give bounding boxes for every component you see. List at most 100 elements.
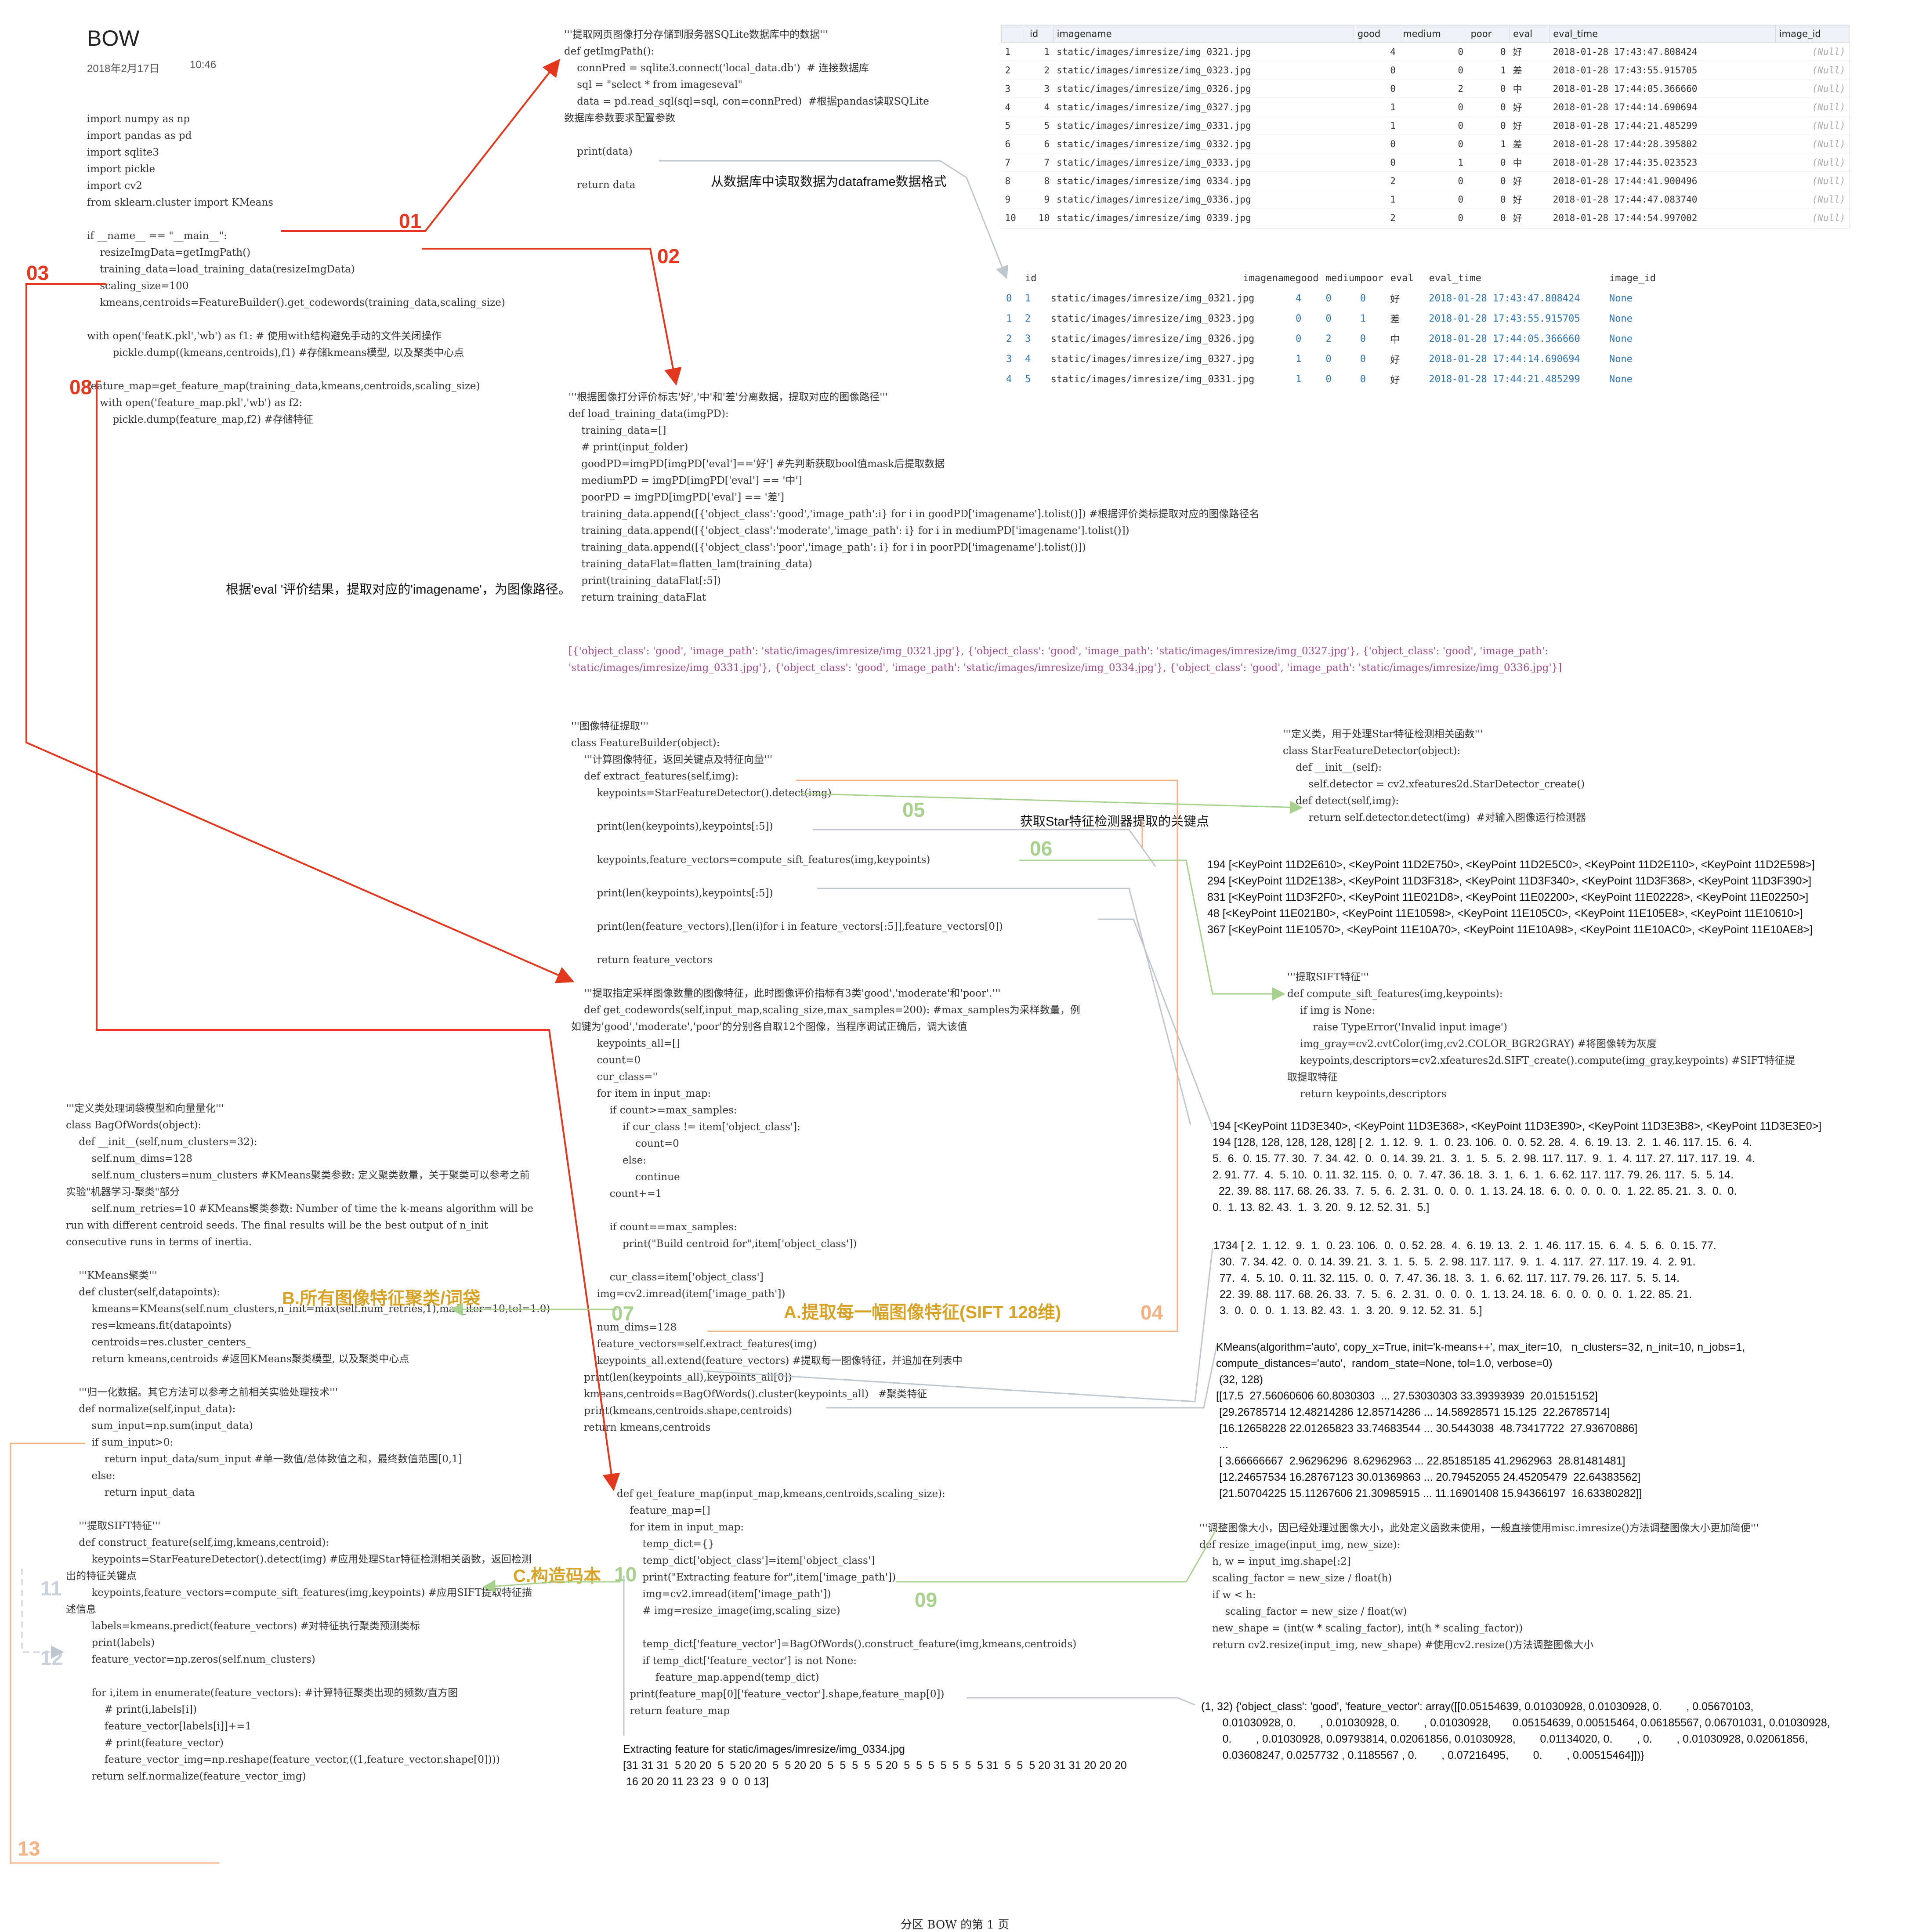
main-code-line: if __name__ == "__main__": [87, 230, 227, 242]
step-label-01: 01 [399, 210, 422, 232]
db-header-medium[interactable]: medium [1399, 25, 1467, 43]
db-table-cell: 10 [1001, 208, 1026, 227]
db-table-cell: 6 [1026, 134, 1054, 153]
bow-code-line: centroids=res.cluster_centers_ [66, 1337, 251, 1348]
note-read-db: 从数据库中读取数据为dataframe数据格式 [711, 175, 947, 189]
fmap-code-line: return feature_map [617, 1705, 730, 1717]
db-header-good[interactable]: good [1353, 25, 1400, 43]
keypoints-all-output-line: 3. 0. 0. 0. 1. 13. 82. 43. 1. 3. 20. 9. … [1213, 1305, 1482, 1317]
main-code-line: kmeans,centroids=FeatureBuilder().get_co… [87, 297, 505, 308]
fb-code-line: print(len(keypoints),keypoints[:5]) [571, 821, 773, 832]
connector-10 [482, 1580, 620, 1593]
connector-gray-print [659, 160, 1009, 279]
kmeans-output-line: [12.24657534 16.28767123 30.01369863 ...… [1216, 1471, 1641, 1483]
bow-code-line: class BagOfWords(object): [66, 1120, 202, 1131]
sift-output-line: 5. 6. 0. 15. 77. 30. 7. 34. 42. 0. 0. 14… [1213, 1153, 1755, 1165]
fb-code-line: keypoints_all=[] [571, 1038, 680, 1049]
df-cell: 0 [1325, 353, 1332, 365]
resize-output-line: 0. , 0.01030928, 0.09793814, 0.02061856,… [1201, 1733, 1808, 1745]
bow-code-line: return input_data/sum_input #单一数值/总体数值之和… [66, 1454, 462, 1465]
connector-gray-sift [817, 888, 1191, 1125]
db-table-cell: 0 [1399, 61, 1467, 80]
fmap-code-line: print("Extracting feature for",item['ima… [617, 1572, 896, 1583]
db-table-cell: 1 [1354, 98, 1399, 116]
db-table-cell: 0 [1399, 171, 1467, 190]
sift-code-line: if img is None: [1287, 1005, 1376, 1016]
keypoint-output-line: 367 [<KeyPoint 11E10570>, <KeyPoint 11E1… [1207, 924, 1813, 936]
db-table-cell: 1 [1467, 134, 1510, 153]
db-header-imagename[interactable]: imagename [1053, 25, 1354, 43]
df-cell: 0 [1006, 293, 1012, 304]
fb-code-line: keypoints_all.extend(feature_vectors) #提… [571, 1355, 963, 1367]
df-cell: static/images/imresize/img_0327.jpg [1050, 353, 1255, 365]
star-code-line: self.detector = cv2.xfeatures2d.StarDete… [1283, 779, 1585, 790]
kmeans-output-line: [16.12658228 22.01265823 33.74683544 ...… [1216, 1422, 1638, 1435]
bow-code-line: run with different centroid seeds. The f… [66, 1220, 488, 1231]
db-header-image-id[interactable]: image_id [1775, 25, 1850, 43]
df-header-cell: id [1025, 272, 1037, 284]
df-header-cell: eval [1390, 272, 1414, 284]
df-cell: static/images/imresize/img_0321.jpg [1050, 293, 1255, 304]
step-label-08: 08 [69, 376, 92, 399]
db-table-cell: 2018-01-28 17:44:28.395802 [1549, 134, 1776, 153]
fmap-output-line: Extracting feature for static/images/imr… [623, 1743, 905, 1755]
fb-code-line: img=cv2.imread(item['image_path']) [571, 1288, 786, 1300]
load-code-line: # print(input_folder) [568, 442, 688, 453]
bow-code-line: def normalize(self,input_data): [66, 1403, 236, 1415]
load-code-line: mediumPD = imgPD[imgPD['eval'] == '中'] [568, 475, 802, 486]
sift-code-line: raise TypeError('Invalid input image') [1287, 1022, 1507, 1033]
sift-output-line: 22. 39. 88. 117. 68. 26. 33. 7. 5. 6. 2.… [1213, 1185, 1737, 1197]
kmeans-output-line: [21.50704225 15.11267606 21.30985915 ...… [1216, 1487, 1642, 1500]
fb-code-line: def extract_features(self,img): [571, 771, 739, 782]
document-title: BOW [87, 26, 140, 51]
db-table-cell: 0 [1467, 42, 1510, 61]
kmeans-output: KMeans(algorithm='auto', copy_x=True, in… [1216, 1339, 1745, 1502]
db-header-id[interactable]: id [1026, 25, 1054, 43]
df-cell: 2018-01-28 17:44:21.485299 [1429, 373, 1580, 385]
bow-code-line: 出的特征关键点 [66, 1570, 137, 1582]
db-table-cell: (Null) [1775, 79, 1849, 98]
db-header-eval-time[interactable]: eval_time [1549, 25, 1776, 43]
db-table-cell: (Null) [1775, 116, 1849, 135]
df-header-cell: eval_time [1429, 272, 1481, 284]
fmap-code-line: def get_feature_map(input_map,kmeans,cen… [617, 1488, 945, 1500]
fmap-code-line: for item in input_map: [617, 1522, 744, 1533]
df-cell: 5 [1025, 373, 1031, 385]
df-cell: 2 [1325, 333, 1332, 344]
df-cell: static/images/imresize/img_0326.jpg [1050, 333, 1255, 344]
db-table-cell: 好 [1509, 171, 1549, 190]
bow-code-line: consecutive runs in terms of inertia. [66, 1236, 252, 1248]
kmeans-output-line: [29.26785714 12.48214286 12.85714286 ...… [1216, 1406, 1610, 1418]
bow-code-line: feature_vector[labels[i]]+=1 [66, 1721, 252, 1732]
df-cell: 1 [1296, 353, 1302, 365]
df-cell: static/images/imresize/img_0323.jpg [1050, 313, 1255, 324]
bow-code-line: def __init__(self,num_clusters=32): [66, 1136, 257, 1148]
fb-code-line: '''图像特征提取''' [571, 721, 648, 732]
fb-code-line: print(kmeans,centroids.shape,centroids) [571, 1405, 793, 1417]
load-output-line: 'static/images/imresize/img_0331.jpg'}, … [568, 662, 1562, 674]
connector-orange-13 [10, 1443, 220, 1864]
db-table-cell: 1 [1354, 190, 1399, 209]
fb-code-line: return feature_vectors [571, 954, 713, 966]
db-header-poor[interactable]: poor [1466, 25, 1510, 43]
df-cell: 1 [1006, 313, 1012, 324]
db-header-eval[interactable]: eval [1509, 25, 1550, 43]
keypoints-all-output-line: 30. 7. 34. 42. 0. 0. 14. 39. 21. 3. 1. 5… [1213, 1256, 1696, 1268]
load-code-line: training_data.append([{'object_class':'p… [568, 542, 1086, 553]
db-table-cell: 6 [1001, 134, 1026, 153]
load-training-data-output: [{'object_class': 'good', 'image_path': … [568, 643, 1562, 676]
db-table-cell: static/images/imresize/img_0334.jpg [1053, 171, 1354, 190]
resize-code-line: def resize_image(input_img, new_size): [1199, 1539, 1401, 1551]
